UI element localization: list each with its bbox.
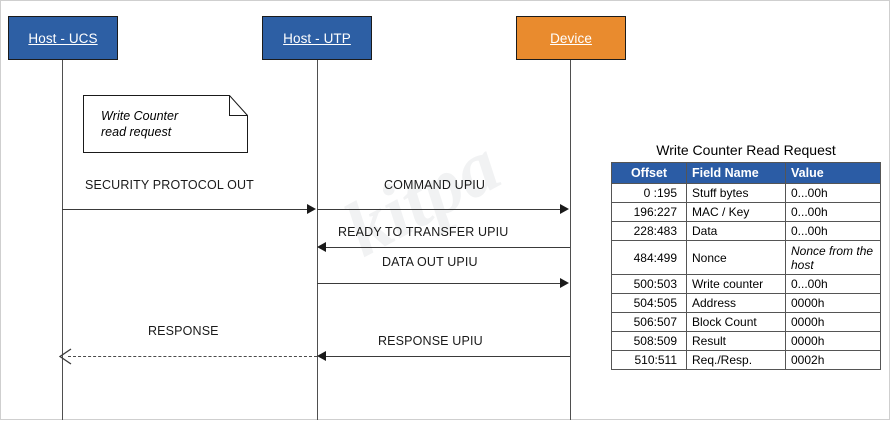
cell-offset: 510:511 <box>611 350 687 370</box>
cell-value: 0002h <box>785 350 881 370</box>
cell-value: 0...00h <box>785 221 881 241</box>
table-header-row: Offset Field Name Value <box>611 162 881 184</box>
table-title: Write Counter Read Request <box>656 142 836 158</box>
cell-offset: 500:503 <box>611 274 687 294</box>
cell-field: Address <box>686 293 786 313</box>
cell-value: Nonce from the host <box>785 240 881 275</box>
table-row: 500:503 Write counter 0...00h <box>611 274 881 294</box>
cell-offset: 196:227 <box>611 202 687 222</box>
message-arrowhead-command-upiu <box>560 204 569 214</box>
cell-field: Result <box>686 331 786 351</box>
note-text: Write Counter read request <box>101 109 179 139</box>
cell-value: 0...00h <box>785 274 881 294</box>
message-arrowhead-response-upiu <box>317 351 326 361</box>
note-shape-icon <box>83 95 248 153</box>
cell-field: Data <box>686 221 786 241</box>
message-arrowhead-response <box>58 348 72 365</box>
lifeline-host-ucs <box>62 60 63 420</box>
table-row: 196:227 MAC / Key 0...00h <box>611 202 881 222</box>
cell-offset: 228:483 <box>611 221 687 241</box>
message-line-response <box>68 356 317 357</box>
lifeline-host-utp <box>317 60 318 420</box>
cell-field: Req./Resp. <box>686 350 786 370</box>
cell-value: 0...00h <box>785 183 881 203</box>
cell-field: Write counter <box>686 274 786 294</box>
message-arrowhead-ready-to-transfer-upiu <box>317 242 326 252</box>
actor-host-ucs[interactable]: Host - UCS <box>8 16 118 60</box>
table-row: 510:511 Req./Resp. 0002h <box>611 350 881 370</box>
cell-field: Nonce <box>686 240 786 275</box>
watermark: kitpa <box>330 120 513 273</box>
cell-offset: 504:505 <box>611 293 687 313</box>
actor-host-ucs-label: Host - UCS <box>28 30 98 46</box>
table-row: 0 :195 Stuff bytes 0...00h <box>611 183 881 203</box>
cell-offset: 484:499 <box>611 240 687 275</box>
actor-host-utp[interactable]: Host - UTP <box>262 16 372 60</box>
note-write-counter-read-request: Write Counter read request <box>83 95 248 153</box>
cell-offset: 508:509 <box>611 331 687 351</box>
cell-field: MAC / Key <box>686 202 786 222</box>
cell-offset: 506:507 <box>611 312 687 332</box>
message-line-data-out-upiu <box>317 283 561 284</box>
message-arrowhead-data-out-upiu <box>560 278 569 288</box>
table-row: 484:499 Nonce Nonce from the host <box>611 240 881 275</box>
message-label-command-upiu: COMMAND UPIU <box>384 178 486 192</box>
cell-offset: 0 :195 <box>611 183 687 203</box>
message-line-security-protocol-out <box>62 209 308 210</box>
cell-field: Block Count <box>686 312 786 332</box>
message-line-ready-to-transfer-upiu <box>326 247 570 248</box>
cell-field: Stuff bytes <box>686 183 786 203</box>
lifeline-device <box>570 60 571 420</box>
message-label-response: RESPONSE <box>148 324 219 338</box>
message-label-ready-to-transfer-upiu: READY TO TRANSFER UPIU <box>338 225 509 239</box>
table-row: 506:507 Block Count 0000h <box>611 312 881 332</box>
table-row: 508:509 Result 0000h <box>611 331 881 351</box>
message-arrowhead-security-protocol-out <box>307 204 316 214</box>
message-label-security-protocol-out: SECURITY PROTOCOL OUT <box>85 178 254 192</box>
message-line-command-upiu <box>317 209 561 210</box>
column-header-offset: Offset <box>611 162 687 184</box>
write-counter-read-request-table: Offset Field Name Value 0 :195 Stuff byt… <box>611 162 881 370</box>
cell-value: 0000h <box>785 331 881 351</box>
actor-host-utp-label: Host - UTP <box>283 30 351 46</box>
table-row: 228:483 Data 0...00h <box>611 221 881 241</box>
message-label-data-out-upiu: DATA OUT UPIU <box>382 255 478 269</box>
actor-device[interactable]: Device <box>516 16 626 60</box>
column-header-field-name: Field Name <box>686 162 786 184</box>
message-label-response-upiu: RESPONSE UPIU <box>378 334 483 348</box>
cell-value: 0...00h <box>785 202 881 222</box>
actor-device-label: Device <box>550 30 592 46</box>
column-header-value: Value <box>785 162 881 184</box>
message-line-response-upiu <box>326 356 570 357</box>
cell-value: 0000h <box>785 312 881 332</box>
table-row: 504:505 Address 0000h <box>611 293 881 313</box>
cell-value: 0000h <box>785 293 881 313</box>
